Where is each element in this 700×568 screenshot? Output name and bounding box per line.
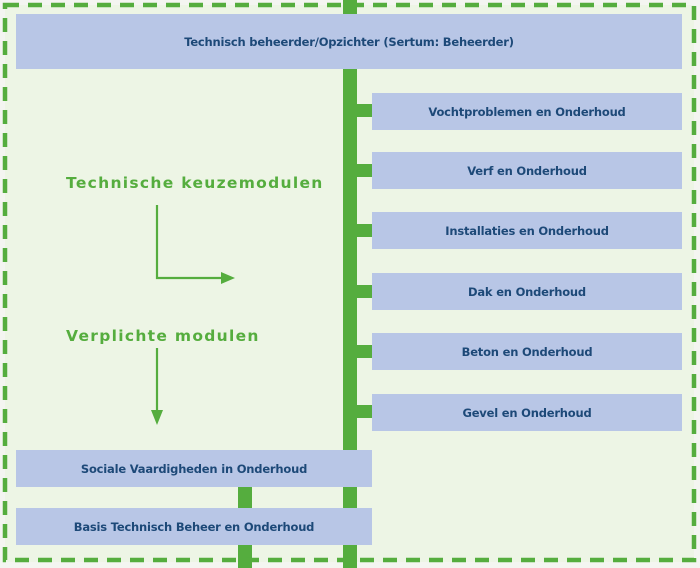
elective-module-label: Beton en Onderhoud bbox=[461, 344, 593, 359]
connector-stub bbox=[355, 405, 373, 418]
elective-module-box: Beton en Onderhoud bbox=[372, 333, 682, 370]
connector-stub bbox=[355, 224, 373, 237]
elective-module-label: Vochtproblemen en Onderhoud bbox=[428, 104, 626, 119]
top-role-box: Technisch beheerder/Opzichter (Sertum: B… bbox=[16, 14, 682, 69]
elective-module-box: Installaties en Onderhoud bbox=[372, 212, 682, 249]
elective-module-box: Verf en Onderhoud bbox=[372, 152, 682, 189]
elective-module-label: Installaties en Onderhoud bbox=[445, 223, 609, 238]
elective-module-label: Dak en Onderhoud bbox=[468, 284, 586, 299]
main-vertical-connector bbox=[343, 0, 357, 568]
elective-modules-heading: Technische keuzemodulen bbox=[66, 174, 324, 192]
mandatory-module-label: Basis Technisch Beheer en Onderhoud bbox=[73, 519, 315, 534]
connector-stub bbox=[355, 285, 373, 298]
connector-stub bbox=[355, 164, 373, 177]
mandatory-module-label: Sociale Vaardigheden in Onderhoud bbox=[80, 461, 308, 476]
top-role-label: Technisch beheerder/Opzichter (Sertum: B… bbox=[184, 34, 514, 49]
mandatory-modules-heading: Verplichte modulen bbox=[66, 327, 260, 345]
elective-module-label: Verf en Onderhoud bbox=[467, 163, 587, 178]
connector-stub bbox=[355, 345, 373, 358]
elective-module-label: Gevel en Onderhoud bbox=[462, 405, 592, 420]
elective-module-box: Dak en Onderhoud bbox=[372, 273, 682, 310]
elective-module-box: Vochtproblemen en Onderhoud bbox=[372, 93, 682, 130]
elective-module-box: Gevel en Onderhoud bbox=[372, 394, 682, 431]
elbow-right-arrow-icon bbox=[155, 205, 235, 284]
down-arrow-icon bbox=[151, 348, 163, 425]
mandatory-module-box: Basis Technisch Beheer en Onderhoud bbox=[16, 508, 372, 545]
mandatory-module-box: Sociale Vaardigheden in Onderhoud bbox=[16, 450, 372, 487]
connector-stub bbox=[355, 104, 373, 117]
